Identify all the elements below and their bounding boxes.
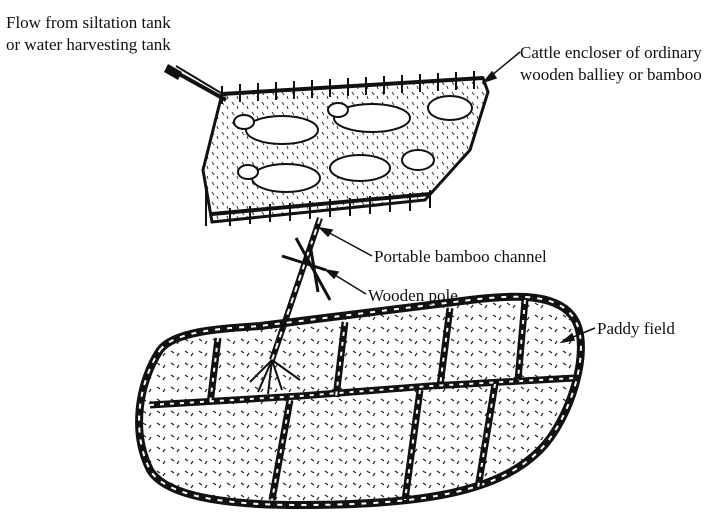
paddy-field <box>139 297 581 505</box>
label-flow-line1: Flow from siltation tank <box>6 12 171 34</box>
wooden-pole <box>282 238 330 300</box>
label-bamboo-channel: Portable bamboo channel <box>374 246 547 268</box>
label-paddy-field: Paddy field <box>597 318 675 340</box>
label-wooden-pole: Wooden pole <box>368 285 458 307</box>
cattle-enclosure <box>203 71 488 226</box>
leader-channel <box>324 230 372 256</box>
inflow-pipe <box>164 64 226 100</box>
label-cattle-line2: wooden balliey or bamboo <box>520 64 702 86</box>
label-flow-source: Flow from siltation tank or water harves… <box>6 12 171 56</box>
label-cattle-encloser: Cattle encloser of ordinary wooden balli… <box>520 42 702 86</box>
label-cattle-line1: Cattle encloser of ordinary <box>520 42 702 64</box>
label-flow-line2: or water harvesting tank <box>6 34 171 56</box>
